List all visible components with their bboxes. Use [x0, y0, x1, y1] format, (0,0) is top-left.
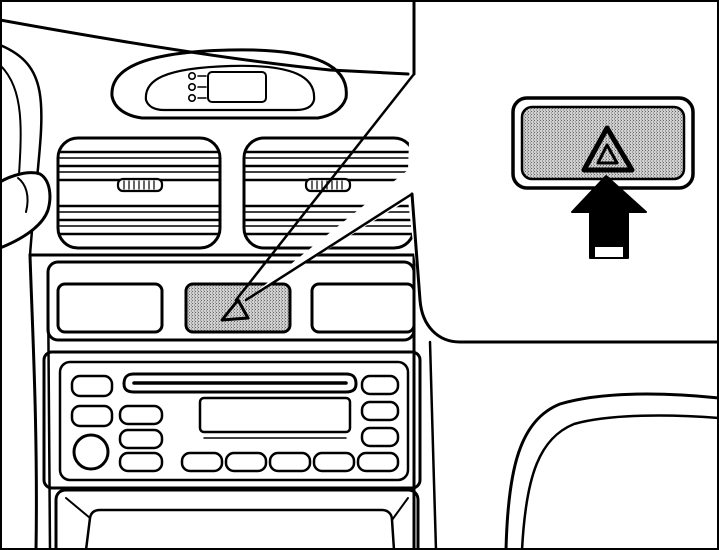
audio-button-right-3[interactable] [360, 426, 400, 448]
hazard-switch-location[interactable] [184, 282, 292, 334]
cluster-display [207, 71, 267, 103]
dash-top-edge [0, 18, 410, 76]
instrument-cluster [110, 48, 348, 120]
audio-unit [42, 350, 422, 490]
audio-button-mid-1[interactable] [118, 404, 164, 426]
blank-switch-right[interactable] [310, 282, 416, 334]
switch-panel [46, 260, 416, 342]
audio-button-right-1[interactable] [360, 374, 400, 396]
hazard-triangle-icon [220, 298, 250, 322]
audio-preset-3[interactable] [268, 451, 312, 473]
tray-outer [54, 488, 420, 550]
audio-button-mid-3[interactable] [118, 451, 164, 473]
cluster-bezel [144, 64, 316, 112]
left-air-vent[interactable] [56, 136, 222, 250]
audio-faceplate [58, 360, 410, 482]
audio-preset-4[interactable] [312, 451, 356, 473]
blank-switch-left[interactable] [56, 282, 164, 334]
tray-corners [65, 497, 409, 521]
audio-button-right-2[interactable] [360, 400, 400, 422]
callout [234, 0, 719, 550]
storage-tray [54, 488, 420, 550]
cd-slot-frame [122, 372, 358, 394]
left-vent-frame [56, 136, 222, 250]
cluster-lamp-3 [188, 94, 197, 103]
tray-inner [84, 508, 396, 550]
left-vent-louvres [58, 150, 220, 236]
audio-volume-knob[interactable] [72, 433, 110, 471]
left-vent-thumbwheel-ridges [123, 180, 155, 190]
driver-hand [0, 171, 52, 250]
audio-preset-1[interactable] [180, 451, 224, 473]
arrow-up-icon-tail [593, 245, 625, 259]
cluster-lamp-2 [188, 83, 197, 92]
callout-beam-lower [244, 192, 414, 302]
audio-button-left-2[interactable] [70, 404, 114, 428]
hazard-triangle-icon [581, 125, 635, 173]
audio-preset-5[interactable] [356, 451, 400, 473]
console-side-curve-outer [504, 392, 719, 550]
callout-beam-upper [234, 72, 416, 302]
cluster-lamp-1 [188, 72, 197, 81]
console-right-outer [428, 340, 438, 550]
audio-button-left-1[interactable] [70, 374, 114, 398]
audio-preset-2[interactable] [224, 451, 268, 473]
audio-bezel [42, 350, 422, 490]
hazard-triangle-inner-icon [596, 143, 619, 165]
dashboard [0, 18, 438, 550]
audio-button-mid-2[interactable] [118, 428, 164, 450]
cluster-lamp-ticks [197, 75, 207, 99]
dash-left-contour-inner [0, 64, 22, 191]
callout-panel-bottom [410, 192, 719, 344]
console-side-curve-inner [520, 414, 719, 550]
hazard-switch-enlarged[interactable] [511, 96, 695, 190]
audio-display [198, 396, 352, 434]
console-left-edge [28, 253, 38, 550]
cluster-hood [110, 48, 348, 120]
